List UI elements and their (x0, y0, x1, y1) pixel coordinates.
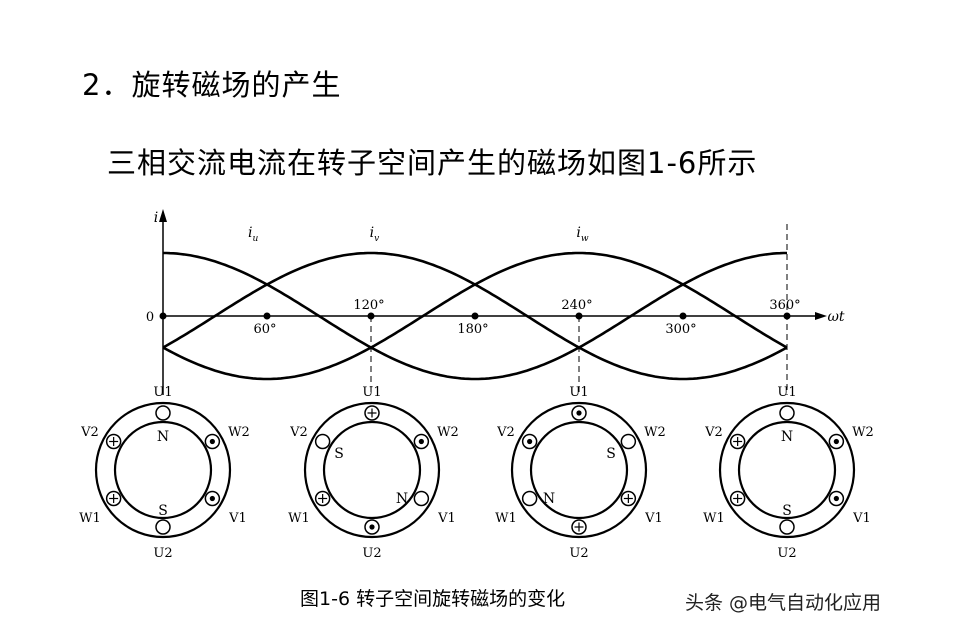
curve-label-iw: iw (576, 225, 588, 244)
terminal-W2: W2 (228, 425, 250, 440)
curve-label-iv: iv (370, 225, 380, 244)
figure-caption: 图1-6 转子空间旋转磁场的变化 (300, 588, 566, 610)
terminal-U2: U2 (569, 546, 588, 561)
stator-outer-ring (303, 401, 441, 539)
waveform-curves: iu iv iw (162, 225, 788, 381)
curve-label-sub-iv: v (374, 234, 379, 244)
terminal-V2: V2 (80, 425, 99, 440)
x-axis-label: ωt (827, 309, 844, 325)
angle-label-120: 120° (353, 298, 384, 313)
stator-inner-ring (529, 420, 629, 520)
stator-outer-ring (94, 401, 232, 539)
marker-0 (159, 312, 167, 320)
curve-label-iu: iu (248, 225, 258, 244)
stator-outer-ring (718, 401, 856, 539)
terminal-V1: V1 (852, 511, 871, 526)
curve-label-sub-iw: w (581, 234, 589, 244)
coil-dot-W2 (209, 438, 215, 445)
marker-120 (367, 312, 375, 320)
pole-S: S (606, 446, 616, 462)
stator-outer-ring (510, 401, 648, 539)
coil-V1 (413, 490, 430, 507)
terminal-V1: V1 (644, 511, 663, 526)
coil-dot-W2 (418, 438, 424, 445)
terminal-V1: V1 (228, 511, 247, 526)
terminal-V1: V1 (437, 511, 456, 526)
curve-label-sub-iu: u (252, 234, 258, 244)
marker-180 (471, 312, 479, 320)
coil-U2 (779, 519, 795, 535)
y-axis-label: i (154, 210, 158, 226)
coil-dot-V1 (209, 495, 215, 502)
terminal-U1: U1 (777, 385, 796, 400)
coil-dot-V1 (833, 495, 839, 502)
origin-label: 0 (146, 310, 154, 325)
angle-label-240: 240° (561, 298, 592, 313)
coil-U2 (155, 519, 171, 535)
subheading: 三相交流电流在转子空间产生的磁场如图1-6所示 (107, 146, 758, 180)
stator-inner-ring (737, 420, 837, 520)
terminal-V2: V2 (289, 425, 308, 440)
terminal-V2: V2 (496, 425, 515, 440)
pole-N: N (543, 491, 555, 507)
angle-label-300: 300° (665, 322, 696, 337)
terminal-W1: W1 (79, 511, 101, 526)
coil-dot-U2 (369, 524, 375, 530)
pole-N: N (396, 491, 408, 507)
marker-360 (783, 312, 791, 320)
terminal-U1: U1 (362, 385, 381, 400)
watermark: 头条 @电气自动化应用 (685, 592, 882, 614)
heading: 2．旋转磁场的产生 (82, 68, 342, 102)
terminal-W2: W2 (644, 425, 666, 440)
waveform-axes: i ωt 0 (146, 209, 845, 395)
terminal-U2: U2 (153, 546, 172, 561)
stator-inner-ring (322, 420, 422, 520)
coil-dot-U1 (576, 410, 582, 416)
coil-W2 (620, 433, 637, 450)
terminal-W2: W2 (852, 425, 874, 440)
waveform-labels: 60° 120° 180° 240° 300° 360° (159, 298, 801, 337)
angle-label-60: 60° (253, 322, 276, 337)
pole-S: S (158, 503, 168, 519)
pole-N: N (157, 429, 169, 445)
angle-label-360: 360° (769, 298, 800, 313)
coil-dot-W2 (833, 438, 839, 445)
terminal-W1: W1 (703, 511, 725, 526)
coil-dot-V2 (527, 438, 533, 445)
terminal-U1: U1 (569, 385, 588, 400)
marker-240 (575, 312, 583, 320)
coil-U1 (155, 405, 171, 421)
pole-S: S (334, 446, 344, 462)
terminal-W2: W2 (437, 425, 459, 440)
coil-W1 (521, 490, 538, 507)
pole-N: N (781, 429, 793, 445)
terminal-W1: W1 (288, 511, 310, 526)
marker-300 (679, 312, 687, 320)
y-axis-arrow (159, 209, 167, 222)
terminal-V2: V2 (704, 425, 723, 440)
coil-V2 (314, 433, 331, 450)
terminal-U2: U2 (777, 546, 796, 561)
terminal-W1: W1 (495, 511, 517, 526)
terminal-U2: U2 (362, 546, 381, 561)
angle-label-180: 180° (457, 322, 488, 337)
terminal-U1: U1 (153, 385, 172, 400)
pole-S: S (782, 503, 792, 519)
x-axis-arrow (815, 312, 827, 320)
curve-iw (162, 251, 788, 381)
coil-U1 (779, 405, 795, 421)
marker-60 (263, 312, 271, 320)
stator-inner-ring (113, 420, 213, 520)
